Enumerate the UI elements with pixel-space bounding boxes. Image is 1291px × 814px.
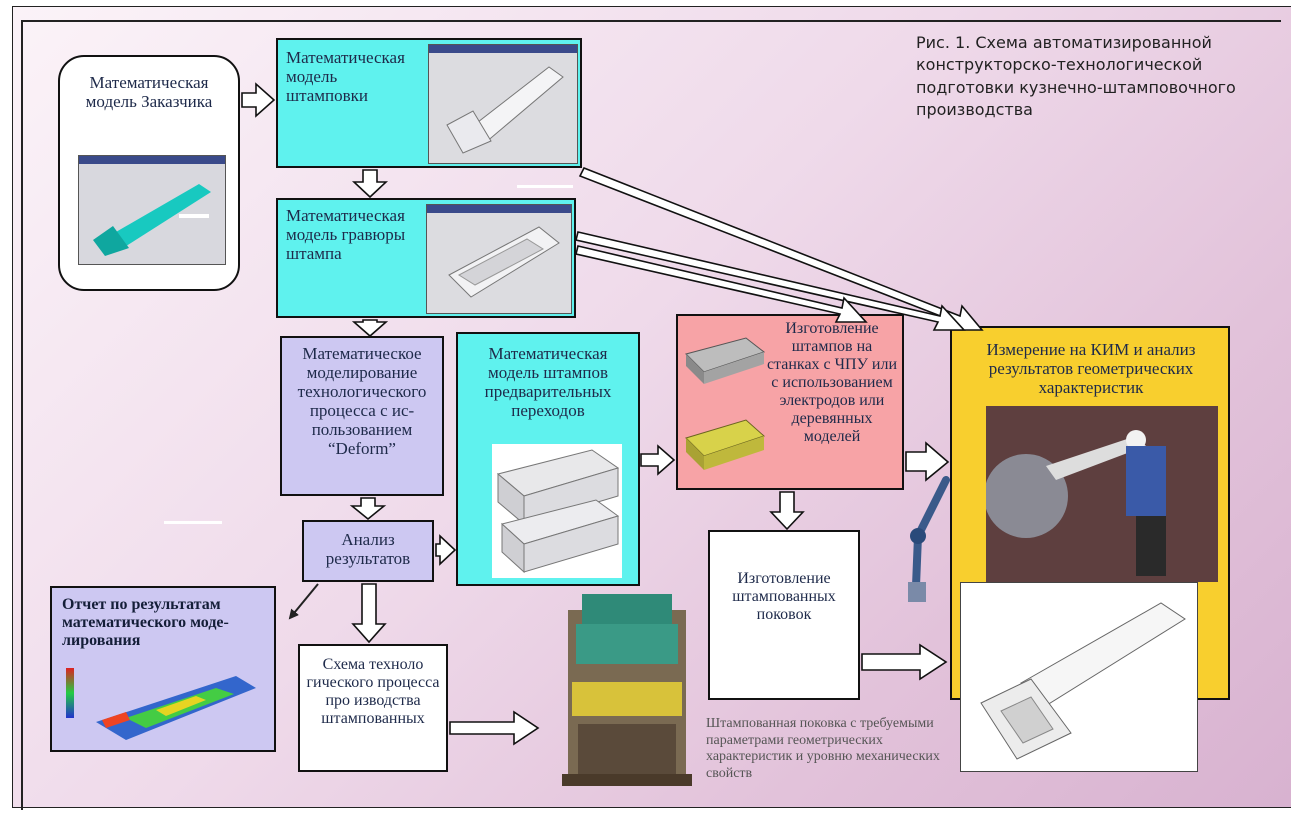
node-process-scheme: Схема техноло гического процесса про изв… <box>298 644 448 772</box>
node-forging-manufacturing: Изготовление штампованных поковок <box>708 530 860 700</box>
node-process-modeling-label: Математическое моделирование технологиче… <box>297 344 427 459</box>
node-forging-manufacturing-label: Изготовление штампованных поковок <box>732 570 836 623</box>
arrow-stamping-to-cmm <box>578 166 984 331</box>
arrow-analysis-to-preliminary <box>435 534 457 566</box>
figure-caption: Рис. 1. Схема автоматизированной констру… <box>916 33 1236 120</box>
node-process-modeling: Математическое моделирование технологиче… <box>280 336 444 496</box>
node-engraving-model-label: Математическая модель гравюры штампа <box>286 206 406 264</box>
node-results-analysis-label: Анализ результатов <box>325 530 411 569</box>
node-customer-model-label: Математическая модель Заказчика <box>85 73 213 112</box>
arrow-engraving-to-cmm-1 <box>575 231 966 331</box>
frame-line-top <box>21 20 1281 22</box>
customer-model-screenshot <box>78 155 226 265</box>
node-preliminary-model-label: Математическая модель штампов предварите… <box>484 344 612 421</box>
die-gray-image <box>684 334 766 388</box>
arrow-die-to-forging <box>769 491 805 531</box>
arrow-analysis-to-scheme <box>351 583 387 644</box>
node-modeling-report: Отчет по результатам математического мод… <box>50 586 276 752</box>
stamped-forging-caption: Штампованная поковка с требуемыми параме… <box>706 716 940 781</box>
node-results-analysis: Анализ результатов <box>302 520 434 582</box>
preliminary-model-image <box>492 444 622 578</box>
engraving-model-screenshot <box>426 204 572 314</box>
arrow-stamping-to-engraving <box>351 169 389 199</box>
arrow-engraving-to-cmm-2 <box>575 245 868 323</box>
node-modeling-report-label: Отчет по результатам математического мод… <box>62 596 229 649</box>
arrow-engraving-to-process <box>351 319 389 338</box>
frame-line-left <box>21 20 23 810</box>
node-customer-model: Математическая модель Заказчика <box>58 55 240 291</box>
simulation-result-image <box>66 662 262 742</box>
node-die-manufacturing-label: Изготовление штампов на станках с ЧПУ ил… <box>766 320 898 446</box>
node-die-manufacturing: Изготовление штампов на станках с ЧПУ ил… <box>676 314 904 490</box>
stamping-model-screenshot <box>428 44 578 164</box>
node-stamping-model: Математическая модель штамповки <box>276 38 582 168</box>
cmm-photo <box>986 406 1218 582</box>
node-preliminary-model: Математическая модель штампов предварите… <box>456 332 640 586</box>
arrow-process-to-analysis <box>349 497 387 521</box>
arrow-die-to-cmm <box>905 441 950 482</box>
node-cmm-measurement-label: Измерение на КИМ и анализ результатов ге… <box>986 340 1196 398</box>
press-machine-image <box>562 590 692 786</box>
arrow-scheme-to-press <box>449 710 540 746</box>
arrow-analysis-to-report <box>288 583 319 620</box>
forged-part-image <box>960 582 1198 772</box>
decorative-white-bar-1 <box>164 521 222 524</box>
node-process-scheme-label: Схема техноло гического процесса про изв… <box>306 656 440 727</box>
die-yellow-image <box>684 416 766 476</box>
decorative-white-bar-2 <box>517 185 573 188</box>
node-stamping-model-label: Математическая модель штамповки <box>286 48 405 106</box>
arrow-preliminary-to-die <box>640 444 676 476</box>
cmm-probe-arm-image <box>898 476 960 606</box>
arrow-customer-to-stamping <box>241 82 276 118</box>
node-engraving-model: Математическая модель гравюры штампа <box>276 198 576 318</box>
arrow-forging-to-part <box>861 643 948 681</box>
